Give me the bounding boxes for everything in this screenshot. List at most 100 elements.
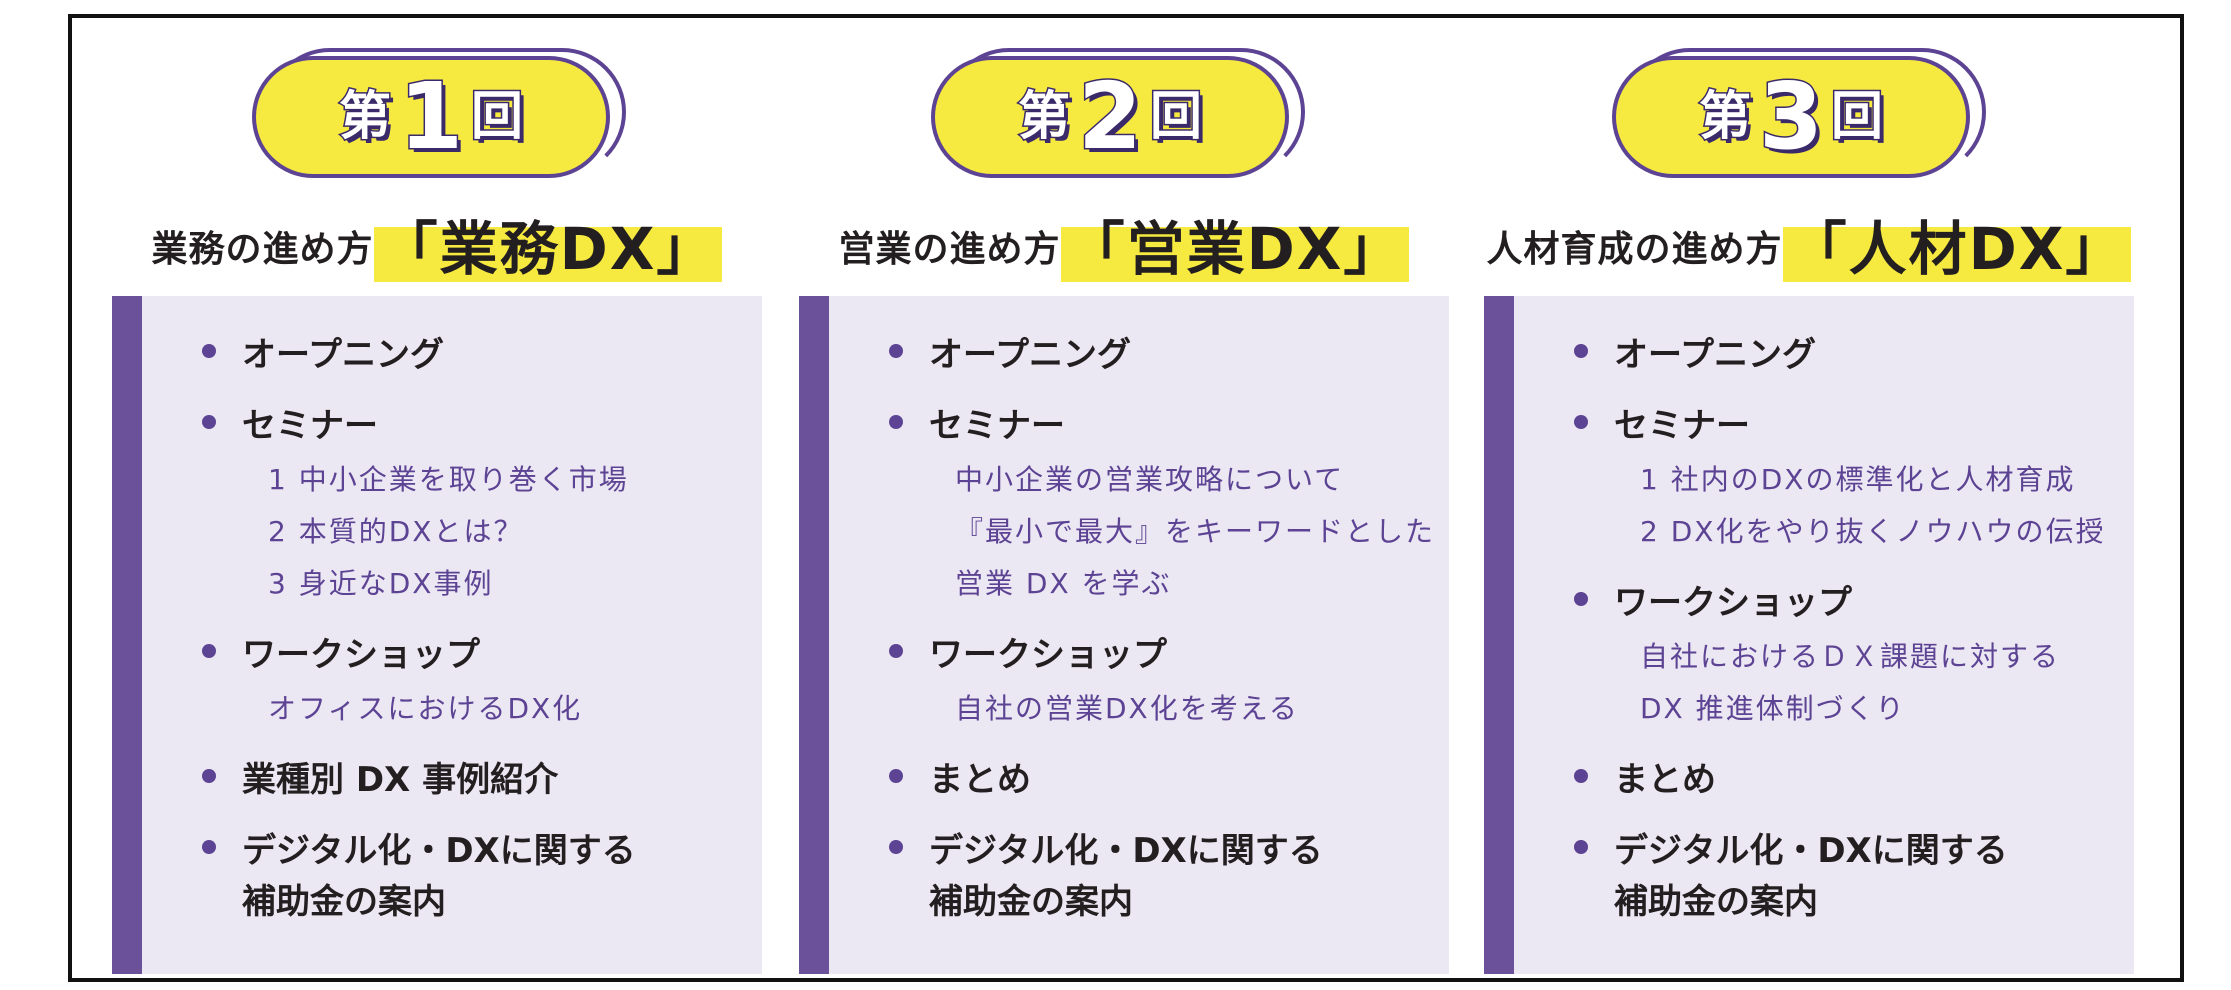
agenda-item-label: オープニング [242,335,444,375]
badge-text: 第 3 回 [1697,63,1884,170]
agenda-item-label: セミナー [242,406,378,446]
bullet-dot-icon [202,769,216,783]
agenda-detail-line: 2 本質的DXとは？ [268,515,524,548]
bullet-dot-icon [889,769,903,783]
agenda-item-label: セミナー [1614,406,1750,446]
agenda-item-details: 自社の営業DX化を考える [929,683,1439,735]
agenda-detail-line: 2 DX化をやり抜くノウハウの伝授 [1640,515,2106,548]
agenda-item-label: まとめ [1614,760,1716,800]
agenda-panel: オープニングセミナー 1 中小企業を取り巻く市場 2 本質的DXとは？ 3 身近なDX… [112,296,762,974]
bullet-dot-icon [1574,344,1588,358]
agenda-detail-line: オフィスにおけるDX化 [268,692,583,725]
agenda-item-label: オープニング [1614,335,1816,375]
agenda-item: ワークショップオフィスにおけるDX化 [202,630,752,735]
badge-pill: 第 3 回 [1612,56,1970,178]
agenda-item-details: 中小企業の営業攻略について『最小で最大』をキーワードとした営業 DX を学ぶ [929,454,1439,610]
session-title-lead: 営業の進め方 [838,228,1061,270]
agenda-item-label: オープニング [929,335,1131,375]
agenda-detail-line: DX 推進体制づくり [1640,692,1906,725]
badge-prefix: 第 [337,87,392,147]
agenda-item: 業種別 DX 事例紹介 [202,755,752,806]
session-column-1: 第 1 回 業務の進め方 「業務DX」 オープニングセミナー 1 中小企業を取り巻… [72,18,762,986]
agenda-item: セミナー 1 中小企業を取り巻く市場 2 本質的DXとは？ 3 身近なDX事例 [202,401,752,610]
agenda-detail-line: 中小企業の営業攻略について [955,463,1345,496]
bullet-dot-icon [889,840,903,854]
agenda-detail-line: 自社におけるＤＸ課題に対する [1640,640,2061,673]
session-title: 人材育成の進め方 「人材DX」 [1464,217,2154,282]
session-title-lead: 人材育成の進め方 [1486,228,1783,270]
session-title-highlight: 「営業DX」 [1060,217,1410,282]
agenda-item: ワークショップ自社の営業DX化を考える [889,630,1439,735]
bullet-dot-icon [202,415,216,429]
agenda-item-details: 自社におけるＤＸ課題に対する DX 推進体制づくり [1614,631,2124,735]
badge-number: 2 [1076,63,1143,170]
agenda-item: オープニング [202,330,752,381]
agenda-detail-line: 1 中小企業を取り巻く市場 [268,463,629,496]
agenda-detail-line: 1 社内のDXの標準化と人材育成 [1640,463,2076,496]
bullet-dot-icon [202,840,216,854]
badge-pill: 第 2 回 [931,56,1289,178]
bullet-dot-icon [889,344,903,358]
agenda-detail-line: 営業 DX を学ぶ [955,567,1172,600]
bullet-dot-icon [889,415,903,429]
agenda-list: オープニングセミナー 1 中小企業を取り巻く市場 2 本質的DXとは？ 3 身近なDX… [202,330,752,948]
agenda-item-label: ワークショップ [1614,583,1852,623]
badge-suffix: 回 [469,87,524,147]
session-title-highlight: 「業務DX」 [373,217,723,282]
agenda-item-label: デジタル化・DXに関する 補助金の案内 [929,831,1323,922]
agenda-item-label: デジタル化・DXに関する 補助金の案内 [242,831,636,922]
agenda-item-label: デジタル化・DXに関する 補助金の案内 [1614,831,2008,922]
badge-outline [945,48,1305,176]
agenda-panel: オープニングセミナー 1 社内のDXの標準化と人材育成 2 DX化をやり抜くノウハウ… [1484,296,2134,974]
agenda-item-label: ワークショップ [242,635,480,675]
session-column-3: 第 3 回 人材育成の進め方 「人材DX」 オープニングセミナー 1 社内のDXの… [1444,18,2134,986]
bullet-dot-icon [1574,592,1588,606]
agenda-item-label: 業種別 DX 事例紹介 [242,760,559,800]
agenda-item: オープニング [1574,330,2124,381]
badge-outline [266,48,626,176]
session-badge: 第 3 回 [1612,42,1992,192]
agenda-item-label: セミナー [929,406,1065,446]
session-badge: 第 1 回 [252,42,632,192]
agenda-detail-line: 『最小で最大』をキーワードとした [955,515,1436,548]
agenda-item-details: オフィスにおけるDX化 [242,683,752,735]
agenda-list: オープニングセミナー中小企業の営業攻略について『最小で最大』をキーワードとした営… [889,330,1439,948]
badge-text: 第 1 回 [337,63,524,170]
session-title: 営業の進め方 「営業DX」 [799,217,1449,282]
agenda-item: デジタル化・DXに関する 補助金の案内 [1574,826,2124,928]
bullet-dot-icon [1574,415,1588,429]
agenda-item: まとめ [889,755,1439,806]
badge-outline [1626,48,1986,176]
agenda-item: ワークショップ自社におけるＤＸ課題に対する DX 推進体制づくり [1574,578,2124,735]
session-title-lead: 業務の進め方 [151,228,374,270]
badge-suffix: 回 [1148,87,1203,147]
session-badge: 第 2 回 [931,42,1311,192]
agenda-item: まとめ [1574,755,2124,806]
badge-suffix: 回 [1829,87,1884,147]
agenda-item-label: ワークショップ [929,635,1167,675]
agenda-item-label: まとめ [929,760,1031,800]
bullet-dot-icon [202,344,216,358]
bullet-dot-icon [202,644,216,658]
agenda-item-details: 1 社内のDXの標準化と人材育成 2 DX化をやり抜くノウハウの伝授 [1614,454,2124,558]
bullet-dot-icon [889,644,903,658]
badge-pill: 第 1 回 [252,56,610,178]
session-title-highlight: 「人材DX」 [1782,217,2132,282]
bullet-dot-icon [1574,769,1588,783]
badge-prefix: 第 [1697,87,1752,147]
agenda-item: オープニング [889,330,1439,381]
agenda-item-details: 1 中小企業を取り巻く市場 2 本質的DXとは？ 3 身近なDX事例 [242,454,752,610]
agenda-item: デジタル化・DXに関する 補助金の案内 [202,826,752,928]
bullet-dot-icon [1574,840,1588,854]
badge-number: 1 [397,63,464,170]
badge-number: 3 [1757,63,1824,170]
agenda-item: セミナー中小企業の営業攻略について『最小で最大』をキーワードとした営業 DX を… [889,401,1439,610]
session-column-2: 第 2 回 営業の進め方 「営業DX」 オープニングセミナー中小企業の営業攻略に… [759,18,1449,986]
agenda-detail-line: 自社の営業DX化を考える [955,692,1299,725]
agenda-detail-line: 3 身近なDX事例 [268,567,494,600]
agenda-item: セミナー 1 社内のDXの標準化と人材育成 2 DX化をやり抜くノウハウの伝授 [1574,401,2124,558]
badge-prefix: 第 [1016,87,1071,147]
agenda-list: オープニングセミナー 1 社内のDXの標準化と人材育成 2 DX化をやり抜くノウハウ… [1574,330,2124,948]
session-title: 業務の進め方 「業務DX」 [112,217,762,282]
